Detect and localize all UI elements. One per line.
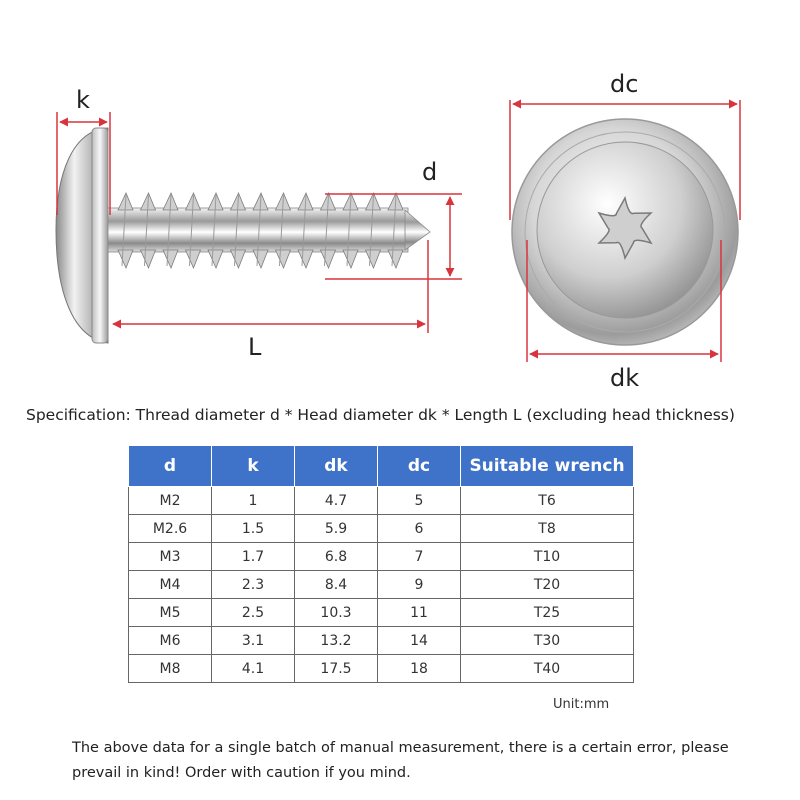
label-dk: dk — [610, 364, 639, 392]
table-cell: M6 — [128, 626, 212, 655]
screw-dimension-diagram: k d L dc dk — [55, 70, 741, 392]
label-dc: dc — [610, 70, 638, 98]
table-cell: 4.7 — [294, 486, 378, 515]
unit-label: Unit:mm — [553, 697, 610, 712]
header-dk: dk — [294, 445, 378, 487]
table-cell: 5 — [377, 486, 461, 515]
table-cell: 2.3 — [211, 570, 295, 599]
screw-front-view — [511, 118, 739, 346]
table-cell: 13.2 — [294, 626, 378, 655]
dimension-lines-side — [56, 112, 462, 333]
table-cell: T20 — [460, 570, 634, 599]
table-cell: 11 — [377, 598, 461, 627]
screw-flange — [91, 127, 109, 344]
table-header-row: d k dk dc Suitable wrench — [128, 445, 634, 487]
table-cell: 9 — [377, 570, 461, 599]
table-cell: 10.3 — [294, 598, 378, 627]
table-cell: 8.4 — [294, 570, 378, 599]
screw-threads — [117, 192, 404, 270]
header-dc: dc — [377, 445, 461, 487]
table-cell: 3.1 — [211, 626, 295, 655]
table-cell: M3 — [128, 542, 212, 571]
table-cell: T8 — [460, 514, 634, 543]
table-cell: 2.5 — [211, 598, 295, 627]
table-cell: 5.9 — [294, 514, 378, 543]
table-cell: 1 — [211, 486, 295, 515]
table-cell: M2 — [128, 486, 212, 515]
table-cell: M8 — [128, 654, 212, 683]
table-cell: T30 — [460, 626, 634, 655]
specification-text: Specification: Thread diameter d * Head … — [26, 406, 735, 424]
table-cell: 14 — [377, 626, 461, 655]
table-cell: 1.5 — [211, 514, 295, 543]
table-cell: 4.1 — [211, 654, 295, 683]
screw-side-view — [55, 127, 431, 344]
table-cell: 6.8 — [294, 542, 378, 571]
label-d: d — [422, 158, 437, 186]
table-cell: 7 — [377, 542, 461, 571]
table-cell: T10 — [460, 542, 634, 571]
table-cell: M2.6 — [128, 514, 212, 543]
header-wrench: Suitable wrench — [460, 445, 634, 487]
table-cell: T6 — [460, 486, 634, 515]
label-k: k — [76, 86, 90, 114]
table-cell: T40 — [460, 654, 634, 683]
header-d: d — [128, 445, 212, 487]
dimension-lines-front — [509, 99, 741, 362]
table-cell: 1.7 — [211, 542, 295, 571]
torx-recess-icon — [597, 195, 653, 261]
table-cell: 6 — [377, 514, 461, 543]
disclaimer-note: The above data for a single batch of man… — [72, 740, 729, 781]
screw-tip — [404, 209, 431, 251]
label-L: L — [248, 333, 262, 361]
table-cell: T25 — [460, 598, 634, 627]
table-cell: M5 — [128, 598, 212, 627]
table-cell: 17.5 — [294, 654, 378, 683]
header-k: k — [211, 445, 295, 487]
table-cell: M4 — [128, 570, 212, 599]
table-cell: 18 — [377, 654, 461, 683]
